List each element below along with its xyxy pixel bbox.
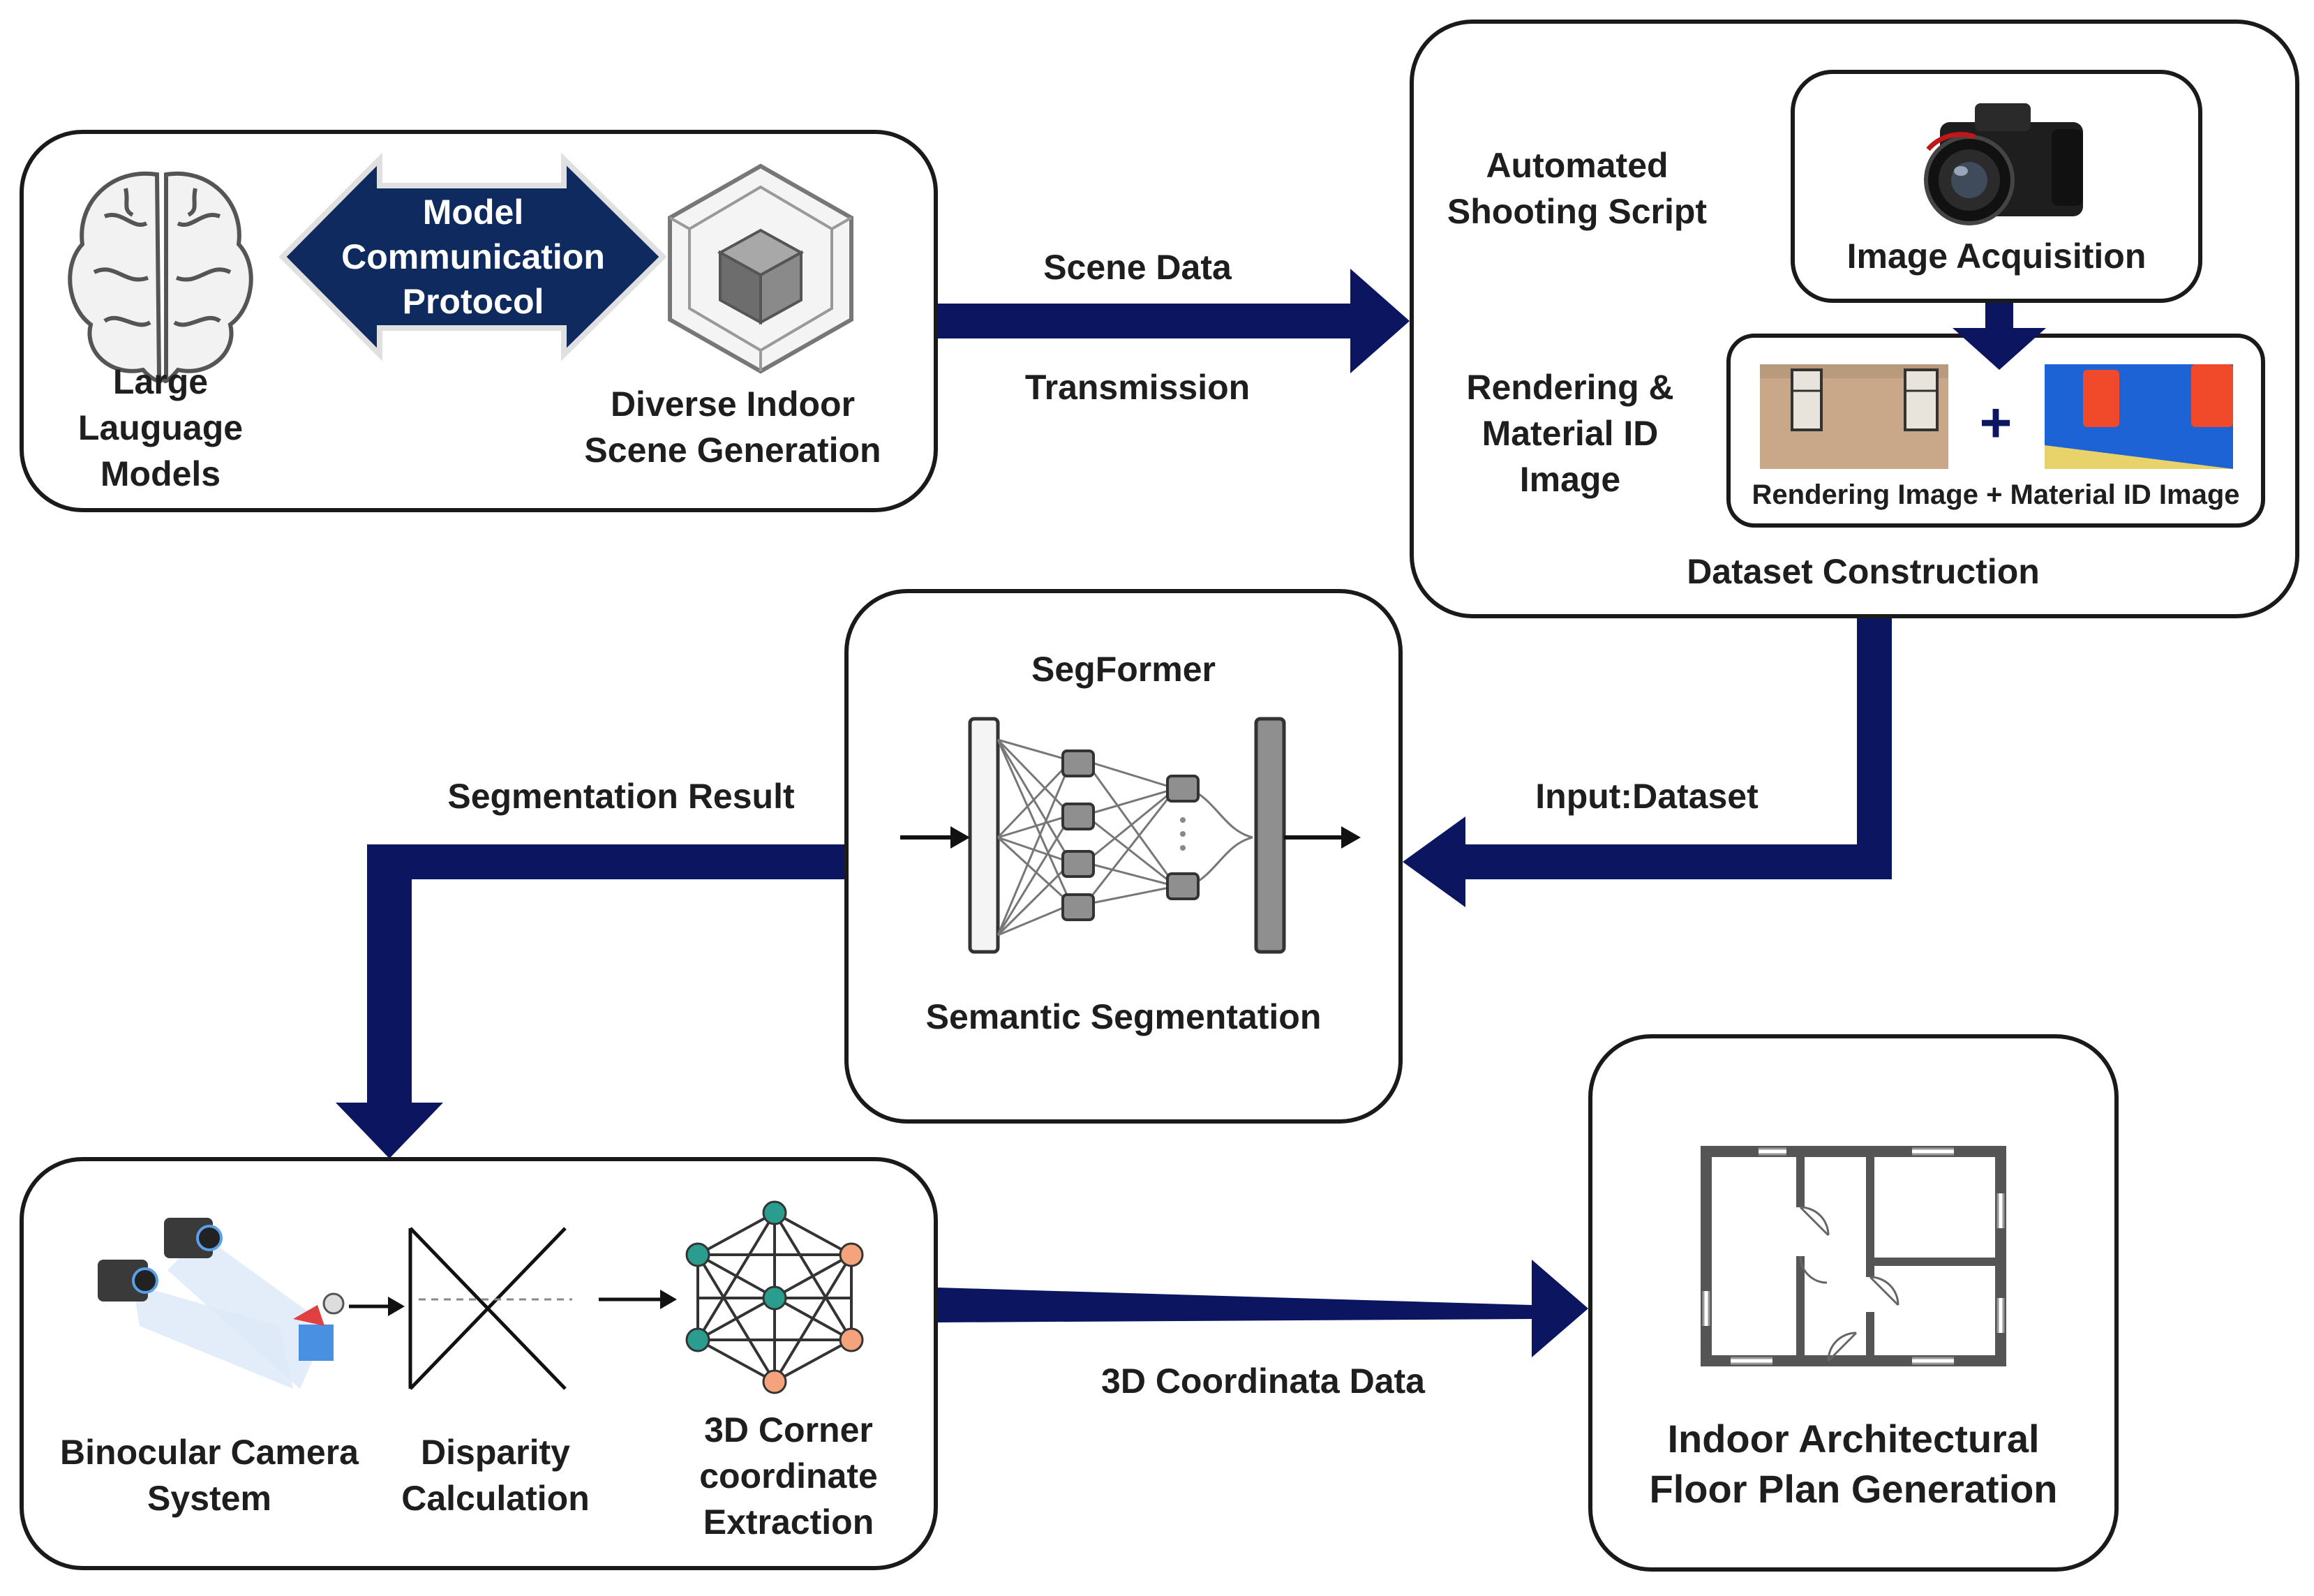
plus-sign: + (1979, 391, 2013, 454)
acquisition-label: Image Acquisition (1846, 237, 2147, 276)
scene-data-label: Scene Data (1043, 248, 1232, 287)
input-dataset-label: Input:Dataset (1535, 777, 1759, 816)
render-label: Rendering & Material ID Image (1466, 368, 1674, 499)
protocol-label: Model Communication Protocol (341, 193, 605, 321)
material-id-image (2045, 364, 2233, 469)
brain-icon (68, 171, 253, 383)
floorplan-panel (1588, 1034, 2119, 1572)
transmission-label: Transmission (1024, 368, 1251, 407)
llm-label: Large Lauguage Models (77, 362, 244, 493)
segformer-subtitle: Semantic Segmentation (925, 997, 1322, 1036)
segformer-network-icon (900, 717, 1361, 954)
disparity-icon (408, 1227, 677, 1390)
floorplan-title: Indoor Architectural Floor Plan Generati… (1649, 1417, 2058, 1511)
disparity-label: Disparity Calculation (401, 1433, 590, 1518)
acquisition-down-arrow (1953, 303, 2046, 370)
corner-extraction-label: 3D Corner coordinate Extraction (699, 1410, 878, 1542)
coordinate-data-arrow (938, 1260, 1588, 1357)
protocol-double-arrow (278, 152, 667, 361)
segmentation-result-label: Segmentation Result (447, 777, 795, 816)
render-caption: Rendering Image + Material ID Image (1752, 479, 2240, 510)
rendering-image (1760, 364, 1948, 469)
binocular-camera-icon (98, 1218, 405, 1389)
corner-graph-icon (685, 1200, 864, 1394)
floorplan-icon (1701, 1146, 2006, 1366)
scene-data-arrow (938, 269, 1410, 373)
cube-icon (668, 163, 853, 374)
scene-gen-label: Diverse Indoor Scene Generation (584, 385, 881, 470)
script-label: Automated Shooting Script (1447, 146, 1708, 231)
coordinate-data-label: 3D Coordinata Data (1101, 1362, 1425, 1401)
input-dataset-arrow (1403, 618, 1892, 907)
camera-system-label: Binocular Camera System (60, 1433, 359, 1518)
camera-icon (1924, 103, 2083, 225)
segformer-title: SegFormer (1031, 650, 1216, 689)
dataset-title: Dataset Construction (1687, 552, 2040, 591)
segmentation-result-arrow (336, 844, 844, 1158)
